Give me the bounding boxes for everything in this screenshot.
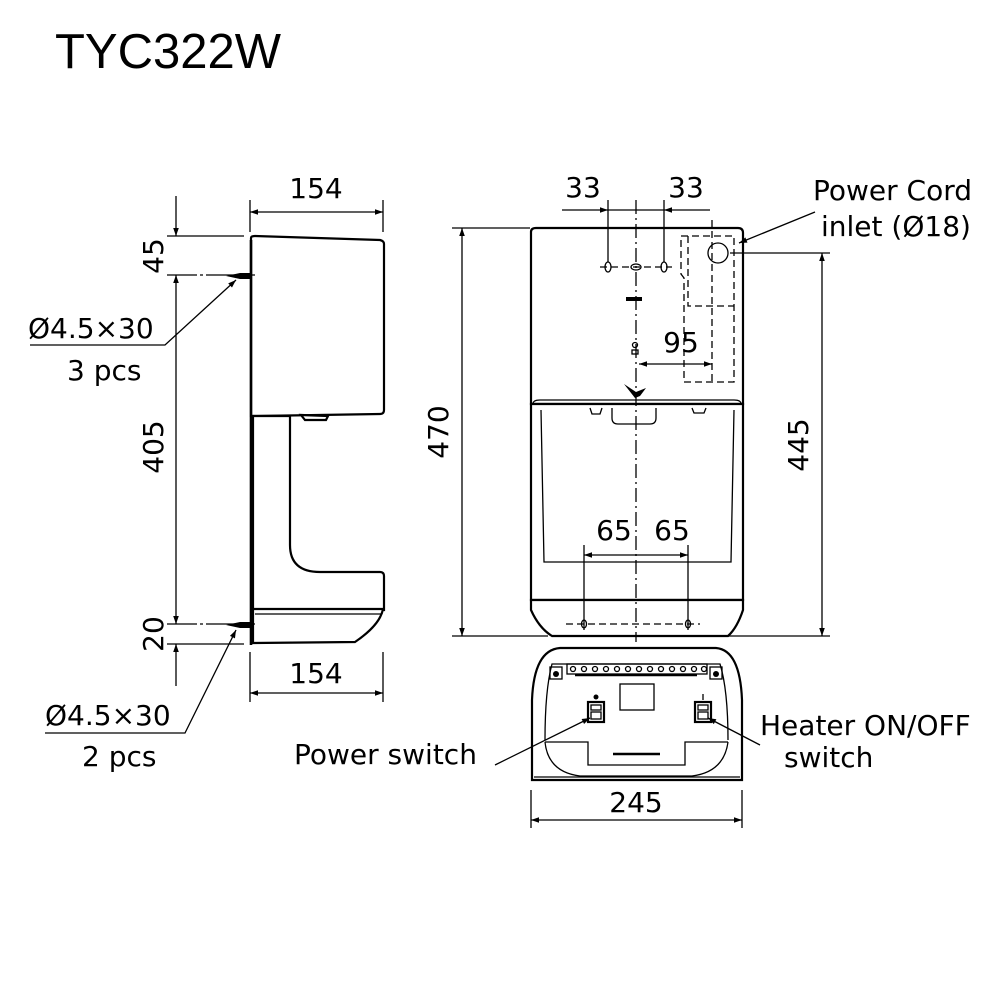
side-top-offset: 45 (137, 238, 170, 274)
power-cord-label-line2: inlet (Ø18) (821, 210, 971, 243)
side-view: 154 154 45 405 20 Ø4.5×30 3 pcs Ø4.5×30 … (28, 172, 386, 773)
heater-switch-label-line1: Heater ON/OFF (760, 709, 971, 742)
power-switch-label: Power switch (294, 738, 477, 771)
power-switch (586, 694, 606, 724)
side-screw-bottom-qty: 2 pcs (82, 740, 156, 773)
vent-holes (569, 665, 708, 673)
side-screw-top (226, 273, 250, 279)
front-bottom-hole-right: 65 (654, 514, 690, 547)
bottom-view: 245 Power switch Heater ON/OFF switch (294, 646, 971, 828)
front-hand-opening (529, 402, 745, 602)
front-bottom-hole-left: 65 (596, 514, 632, 547)
heater-switch (693, 694, 713, 724)
front-cord-offset: 95 (663, 326, 699, 359)
front-lower-base (529, 598, 745, 638)
front-top-hole-left: 33 (565, 171, 601, 204)
brand-logo (626, 297, 642, 301)
bottom-width: 245 (609, 786, 662, 819)
side-width-top: 154 (289, 172, 342, 205)
heater-switch-label-line2: switch (784, 741, 873, 774)
bottom-housing (530, 646, 744, 782)
rating-plate (619, 683, 655, 711)
power-cord-label-line1: Power Cord (813, 174, 972, 207)
power-cord-inlet (707, 242, 729, 264)
side-screw-bottom-spec: Ø4.5×30 (45, 699, 171, 732)
side-mount-spacing: 405 (137, 420, 170, 473)
front-view: 33 33 95 65 65 470 445 Power Cord inlet … (422, 171, 972, 642)
front-upper-housing (529, 226, 745, 406)
side-base-tray (251, 607, 385, 645)
side-screw-bottom (226, 622, 250, 628)
side-screw-top-spec: Ø4.5×30 (28, 312, 154, 345)
side-bottom-offset: 20 (137, 616, 170, 652)
side-lower-body (251, 414, 386, 612)
side-nozzle (298, 413, 330, 422)
side-width-bottom: 154 (289, 657, 342, 690)
front-cord-height: 445 (782, 418, 815, 471)
model-title: TYC322W (55, 25, 282, 79)
sensor-mark (624, 384, 646, 398)
front-total-height: 470 (422, 405, 455, 458)
side-screw-top-qty: 3 pcs (67, 354, 141, 387)
front-top-hole-right: 33 (668, 171, 704, 204)
side-upper-housing (249, 234, 386, 418)
